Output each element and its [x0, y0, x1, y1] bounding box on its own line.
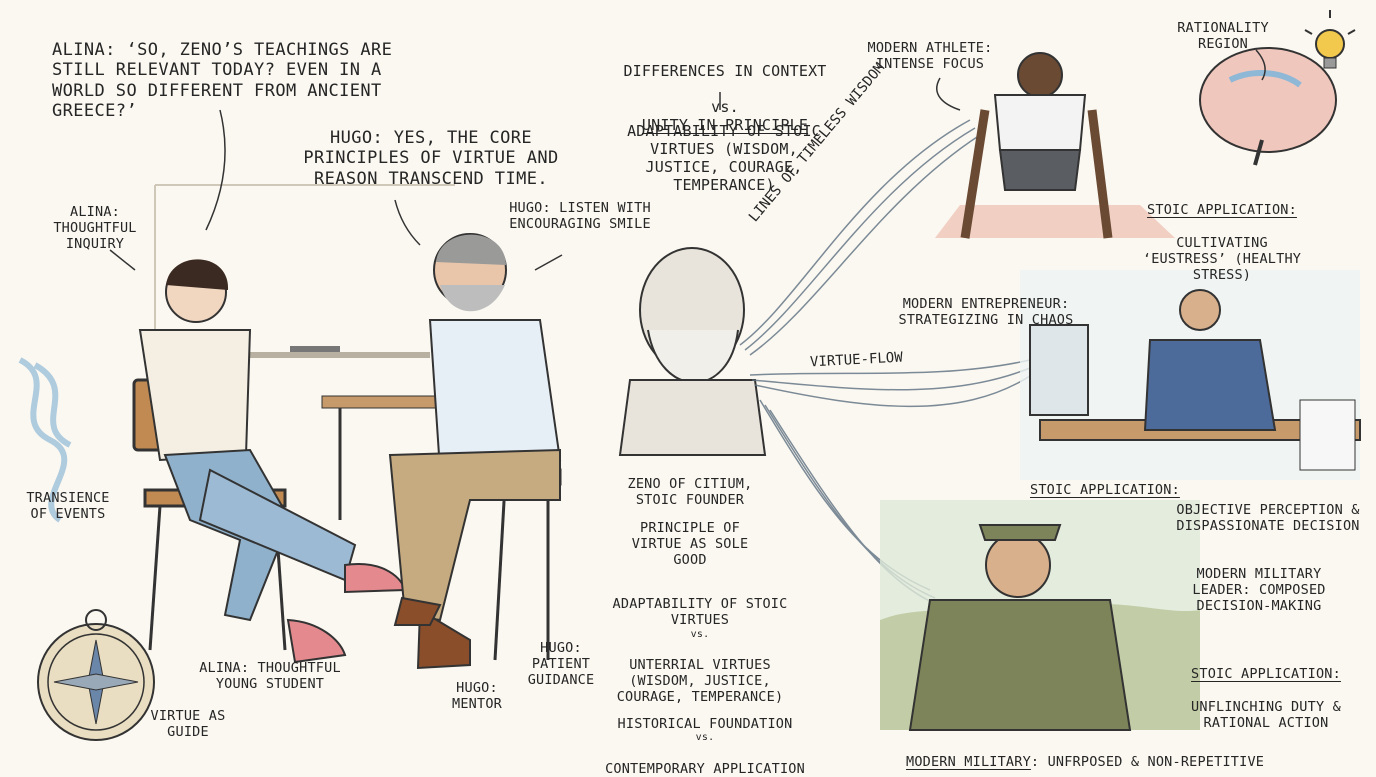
military-footer-text: : Unfrposed & non-repetitive [1030, 754, 1265, 771]
principle-label: Principle of Virtue as Sole Good [631, 520, 749, 569]
hugo-guidance-label: Hugo: Patient guidance [527, 640, 595, 689]
pointer-lines [109, 49, 1266, 271]
adapt2-top: Adaptability of Stoic Virtues [612, 596, 788, 629]
whiteboard-eraser [290, 346, 340, 352]
entrepreneur-label: Modern Entrepreneur: Strategizing in Cha… [898, 296, 1074, 329]
military-app-text: Unflinching duty & rational action [1191, 698, 1341, 731]
entre-app-head: Stoic Application: [1030, 482, 1200, 498]
differences-block: Differences in context vs. Unity in Prin… [600, 44, 850, 134]
compass-icon [37, 609, 155, 741]
alina-figure [138, 259, 407, 664]
virtue-guide-label: Virtue as Guide [150, 708, 226, 741]
military-footer-head: Modern Military [906, 754, 1031, 771]
historical-block: Historical Foundation vs. Contemporary A… [570, 700, 840, 777]
adaptability-top-text: Adaptability of Stoic virtues (wisdom, j… [627, 122, 821, 194]
athlete-app-head: Stoic Application: [1147, 202, 1297, 219]
office-drawing [1020, 270, 1361, 480]
military-application: Stoic Application: Unflinching duty & ra… [1186, 650, 1346, 731]
adapt2-vs: vs. [690, 628, 710, 640]
adapt2-bottom: Unterrial Virtues (wisdom, justice, cour… [616, 656, 784, 706]
military-app-head: Stoic Application: [1191, 666, 1341, 683]
military-drawing [880, 500, 1200, 731]
zeno-label: Zeno of Citium, Stoic Founder [627, 476, 753, 509]
zeno-bust-drawing [618, 247, 767, 456]
historical-top: Historical Foundation [617, 716, 793, 733]
brain-drawing [1199, 47, 1337, 166]
hugo-listen-label: Hugo: Listen with encouraging smile [509, 200, 651, 233]
military-leader-label: Modern Military Leader: Composed decisio… [1192, 566, 1326, 615]
historical-vs: vs. [695, 732, 715, 744]
alina-student-label: Alina: Thoughtful young student [199, 660, 341, 693]
desk-drawing [321, 395, 453, 520]
alina-quote: Alina: ‘So, Zeno’s teachings are still r… [52, 40, 393, 122]
entre-app-head-text: Stoic Application: [1030, 482, 1180, 498]
hugo-figure [388, 233, 562, 670]
river-drawing [18, 357, 72, 523]
lightbulb-icon [1304, 10, 1356, 69]
hugo-mentor-label: Hugo: Mentor [452, 680, 502, 713]
athlete-app-text: Cultivating ‘Eustress’ (healthy stress) [1142, 234, 1302, 283]
alina-inquiry-label: Alina: Thoughtful Inquiry [53, 204, 137, 253]
hugo-quote: Hugo: Yes, the core principles of virtue… [303, 128, 559, 189]
rationality-label: Rationality region [1177, 20, 1269, 53]
entre-app-text: Objective perception & dispassionate dec… [1176, 502, 1360, 535]
military-footer: Modern Military: Unfrposed & non-repetit… [906, 738, 1326, 770]
differences-vs: vs. [711, 98, 739, 116]
whiteboard [240, 352, 430, 358]
athlete-drawing [935, 52, 1175, 239]
transience-label: Transience of Events [26, 490, 110, 523]
athlete-label: Modern Athlete: Intense focus [867, 40, 993, 73]
historical-bottom: Contemporary Application [605, 760, 805, 777]
unity-in-principle: Unity in Principle [641, 116, 809, 134]
athlete-application: Stoic Application: Cultivating ‘Eustress… [1132, 186, 1312, 283]
differences-line: Differences in context [623, 62, 827, 80]
adaptability-vs-block: Adaptability of Stoic Virtues vs. Unterr… [600, 580, 800, 705]
